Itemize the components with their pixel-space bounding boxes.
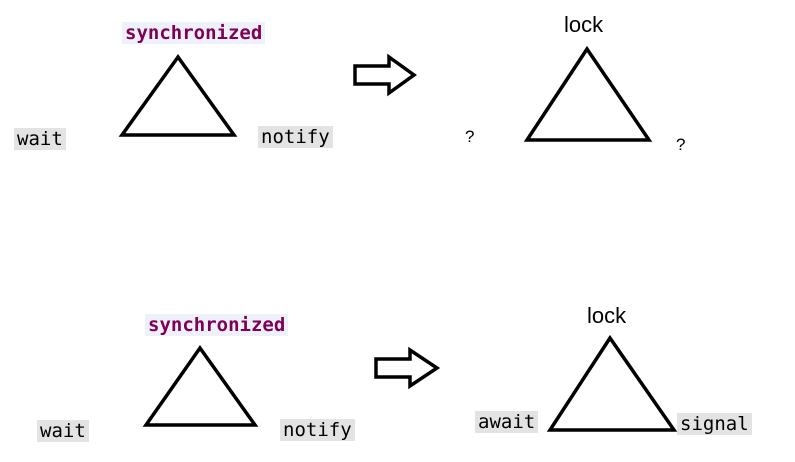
synchronized-label: synchronized [122,22,266,44]
signal-label: signal [677,413,752,435]
wait-label: wait [37,420,89,442]
triangle-top-right [523,45,653,142]
unknown-left-label: ? [465,127,475,146]
synchronized-label: synchronized [145,314,289,336]
wait-label: wait [14,128,66,150]
lock-label: lock [587,303,627,328]
right-arrow-icon [353,53,417,97]
triangle-top-left [118,53,238,137]
lock-label: lock [564,12,604,37]
triangle-bottom-right [546,334,678,432]
unknown-right-label: ? [676,135,686,154]
notify-label: notify [258,126,333,148]
await-label: await [475,411,539,433]
notify-label: notify [280,419,355,441]
right-arrow-icon [374,346,441,390]
triangle-bottom-left [142,344,259,427]
